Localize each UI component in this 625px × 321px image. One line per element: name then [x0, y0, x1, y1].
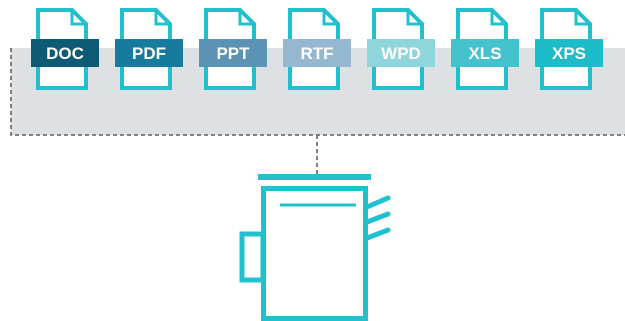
file-label-band [199, 39, 267, 67]
printer-body [261, 186, 368, 321]
file-label-text: XLS [468, 44, 501, 63]
file-icon-xps: XPS [535, 8, 603, 90]
file-icon-xls: XLS [451, 8, 519, 90]
file-icon-rtf: RTF [283, 8, 351, 90]
document-fold [490, 10, 506, 26]
file-label-band [451, 39, 519, 67]
file-label-band [115, 39, 183, 67]
file-type-icons: DOC PDF PPT RTF WPD XLS XPS [31, 8, 603, 90]
printer-side-tray [239, 231, 266, 283]
output-band-border [10, 48, 625, 136]
file-label-band [31, 39, 99, 67]
file-icon-wpd: WPD [367, 8, 435, 90]
file-label-text: XPS [552, 44, 586, 63]
document-fold [70, 10, 86, 26]
file-label-band [367, 39, 435, 67]
document-fold [154, 10, 170, 26]
printer-slot-3 [364, 227, 391, 241]
file-label-text: PPT [216, 44, 250, 63]
file-icon-doc: DOC [31, 8, 99, 90]
document-fold [574, 10, 590, 26]
file-label-band [283, 39, 351, 67]
file-label-band [535, 39, 603, 67]
file-label-text: WPD [381, 44, 421, 63]
file-icon-ppt: PPT [199, 8, 267, 90]
file-label-text: PDF [132, 44, 166, 63]
printer-slot-2 [364, 211, 391, 225]
printer-icon [239, 174, 391, 321]
printer-slot-1 [364, 195, 391, 210]
file-label-text: RTF [300, 44, 333, 63]
document-fold [322, 10, 338, 26]
document-fold [238, 10, 254, 26]
file-label-text: DOC [46, 44, 84, 63]
document-fold [406, 10, 422, 26]
printer-top-bar [258, 174, 371, 180]
file-icon-pdf: PDF [115, 8, 183, 90]
